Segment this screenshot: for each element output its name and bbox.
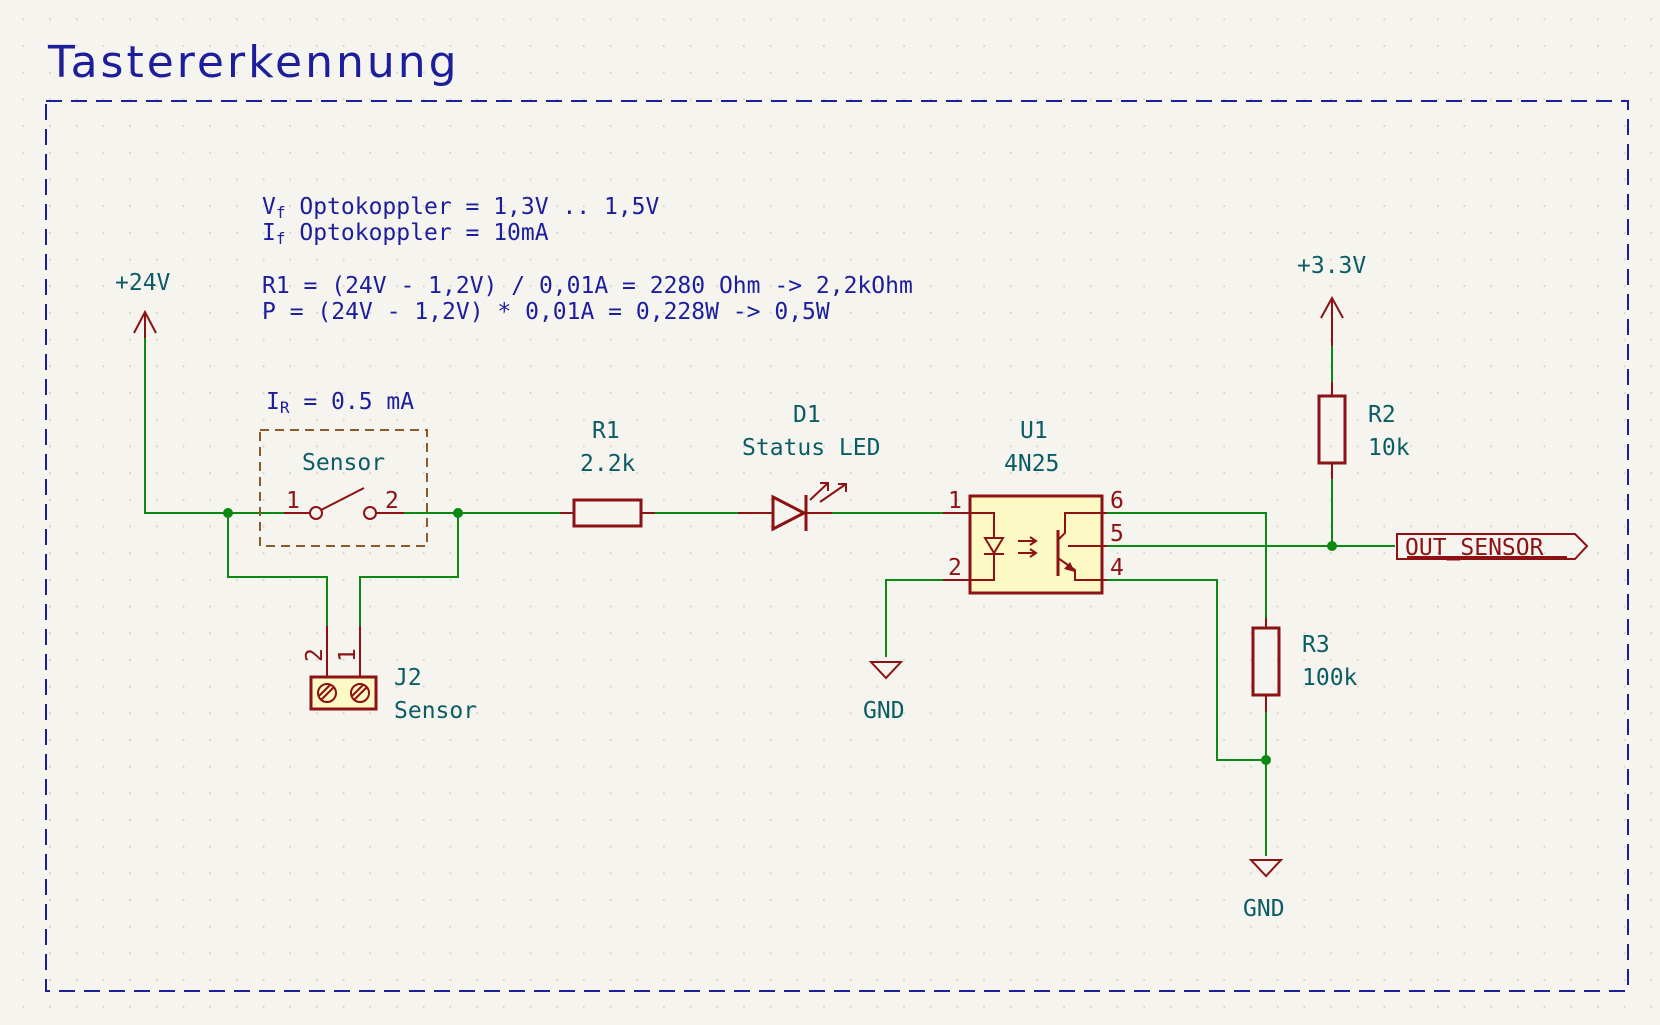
light-ray-icon — [819, 483, 847, 503]
screw-slot — [353, 686, 368, 701]
switch-pin2: 2 — [385, 488, 399, 514]
switch-lever-icon — [320, 487, 365, 511]
u1-pin5: 5 — [1110, 521, 1124, 547]
sheet-frame — [45, 100, 1629, 992]
wire-j2-pin1 — [359, 513, 459, 626]
resistor-body — [572, 498, 643, 528]
resistor-r3: R3 100k — [1251, 618, 1358, 712]
power-arrow-icon — [133, 309, 157, 334]
power-label-33v: +3.3V — [1297, 253, 1366, 279]
power-arrow-icon — [1320, 295, 1344, 319]
j2-value: Sensor — [394, 698, 477, 724]
u1-pin4: 4 — [1110, 555, 1124, 581]
wires — [144, 330, 1395, 856]
connector-j2: 2 1 J2 Sensor — [302, 626, 477, 724]
junction — [453, 508, 463, 518]
wire-j2-pin2 — [227, 513, 328, 626]
optocoupler-u1: 1 2 4 5 6 U1 4N25 — [943, 418, 1124, 595]
junction — [223, 508, 233, 518]
power-24v: +24V — [115, 270, 171, 338]
resistor-r1: R1 2.2k — [560, 418, 655, 528]
ground-icon — [868, 661, 904, 680]
emitter-arrow-icon — [1064, 562, 1075, 572]
r2-value: 10k — [1368, 435, 1410, 461]
terminal-pin1-num: 1 — [335, 648, 361, 662]
junction — [1261, 755, 1271, 765]
u1-led-wire — [970, 512, 995, 538]
d1-ref: D1 — [793, 402, 821, 428]
resistor-body — [1317, 394, 1347, 465]
note-if: If Optokoppler = 10mA — [262, 220, 549, 248]
wire-u1-gnd — [885, 579, 943, 657]
wire-24v — [144, 330, 284, 514]
gnd-optocoupler: GND — [863, 661, 905, 724]
gnd-output: GND — [1243, 859, 1285, 922]
note-vf: Vf Optokoppler = 1,3V .. 1,5V — [262, 194, 660, 222]
transistor-collector — [1057, 512, 1102, 541]
wire-u1-pin4 — [1107, 579, 1266, 761]
u1-led-wire — [970, 554, 995, 581]
d1-value: Status LED — [742, 435, 880, 461]
u1-pin6: 6 — [1110, 488, 1124, 514]
power-33v: +3.3V — [1297, 253, 1366, 346]
r3-ref: R3 — [1302, 632, 1330, 658]
resistor-r2: R2 10k — [1317, 382, 1410, 479]
screw-icon — [350, 683, 370, 703]
u1-value: 4N25 — [1004, 451, 1059, 477]
sensor-switch: Sensor 1 2 — [259, 429, 428, 547]
led-d1: D1 Status LED — [738, 402, 880, 532]
note-ir: IR = 0.5 mA — [266, 389, 414, 417]
sensor-box — [259, 429, 428, 547]
u1-ref: U1 — [1020, 418, 1048, 444]
screw-slot — [351, 684, 364, 697]
u1-led-icon — [983, 537, 1005, 555]
resistor-body — [1251, 626, 1281, 697]
gnd-label: GND — [863, 698, 905, 724]
light-arrow-head — [1029, 536, 1038, 546]
light-arrow-head — [1029, 548, 1038, 558]
diode-triangle-icon — [771, 494, 808, 532]
u1-pin2: 2 — [948, 555, 962, 581]
screw-icon — [317, 683, 337, 703]
wire-u1-pin6 — [1107, 512, 1267, 618]
terminal-pin2-num: 2 — [302, 648, 328, 662]
switch-contact — [363, 506, 377, 520]
junction — [1327, 541, 1337, 551]
light-ray-arrow — [820, 482, 829, 491]
switch-pin1: 1 — [286, 488, 300, 514]
r3-value: 100k — [1302, 665, 1358, 691]
net-label-text: OUT_SENSOR — [1405, 535, 1544, 561]
r1-ref: R1 — [592, 418, 620, 444]
power-label-24v: +24V — [115, 270, 171, 296]
u1-pin1: 1 — [948, 488, 962, 514]
net-label-out-sensor: OUT_SENSOR — [1396, 533, 1589, 561]
screw-slot — [320, 686, 335, 701]
light-ray-icon — [809, 482, 829, 501]
gnd-label: GND — [1243, 896, 1285, 922]
sheet-title: Tastererkennung — [47, 37, 460, 88]
transistor-emitter — [1057, 557, 1102, 581]
j2-ref: J2 — [394, 665, 422, 691]
screw-slot — [318, 684, 331, 697]
switch-contact — [309, 506, 323, 520]
ground-icon — [1248, 859, 1284, 878]
net-label-flag — [1396, 533, 1589, 560]
r2-ref: R2 — [1368, 402, 1396, 428]
note-r1-calc: R1 = (24V - 1,2V) / 0,01A = 2280 Ohm -> … — [262, 273, 913, 299]
light-ray-arrow — [838, 483, 847, 492]
sensor-box-label: Sensor — [302, 450, 385, 476]
note-power-calc: P = (24V - 1,2V) * 0,01A = 0,228W -> 0,5… — [262, 299, 830, 325]
r1-value: 2.2k — [580, 451, 636, 477]
design-notes: Vf Optokoppler = 1,3V .. 1,5V If Optokop… — [262, 194, 913, 417]
